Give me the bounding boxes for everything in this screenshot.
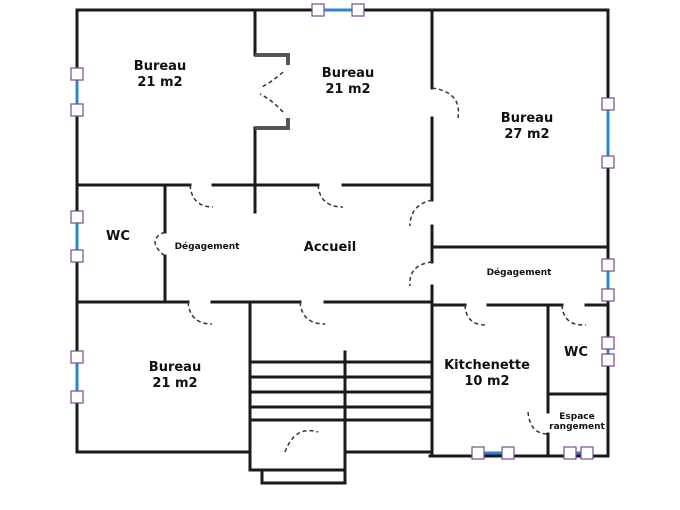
room-name: WC [564,345,588,360]
room-name: Bureau [322,66,374,81]
room-name: Kitchenette [444,358,530,373]
room-area: 21 m2 [152,376,197,391]
room-name: Dégagement [175,241,241,252]
room-name: Bureau [501,111,553,126]
walls [75,8,610,477]
room-labels: Bureau 21 m2 Bureau 21 m2 Bureau 27 m2 W… [106,59,605,432]
room-area: 21 m2 [137,75,182,90]
doors [154,53,587,453]
room-name: WC [106,229,130,244]
staircase [248,360,432,485]
room-name: Bureau [134,59,186,74]
room-name: Dégagement [487,267,553,278]
room-name: Espace [559,412,594,422]
room-name: Accueil [304,240,356,255]
room-area: 10 m2 [464,374,509,389]
windows [70,3,615,460]
room-name: rangement [549,422,605,432]
room-area: 21 m2 [325,82,370,97]
room-area: 27 m2 [504,127,549,142]
room-name: Bureau [149,360,201,375]
